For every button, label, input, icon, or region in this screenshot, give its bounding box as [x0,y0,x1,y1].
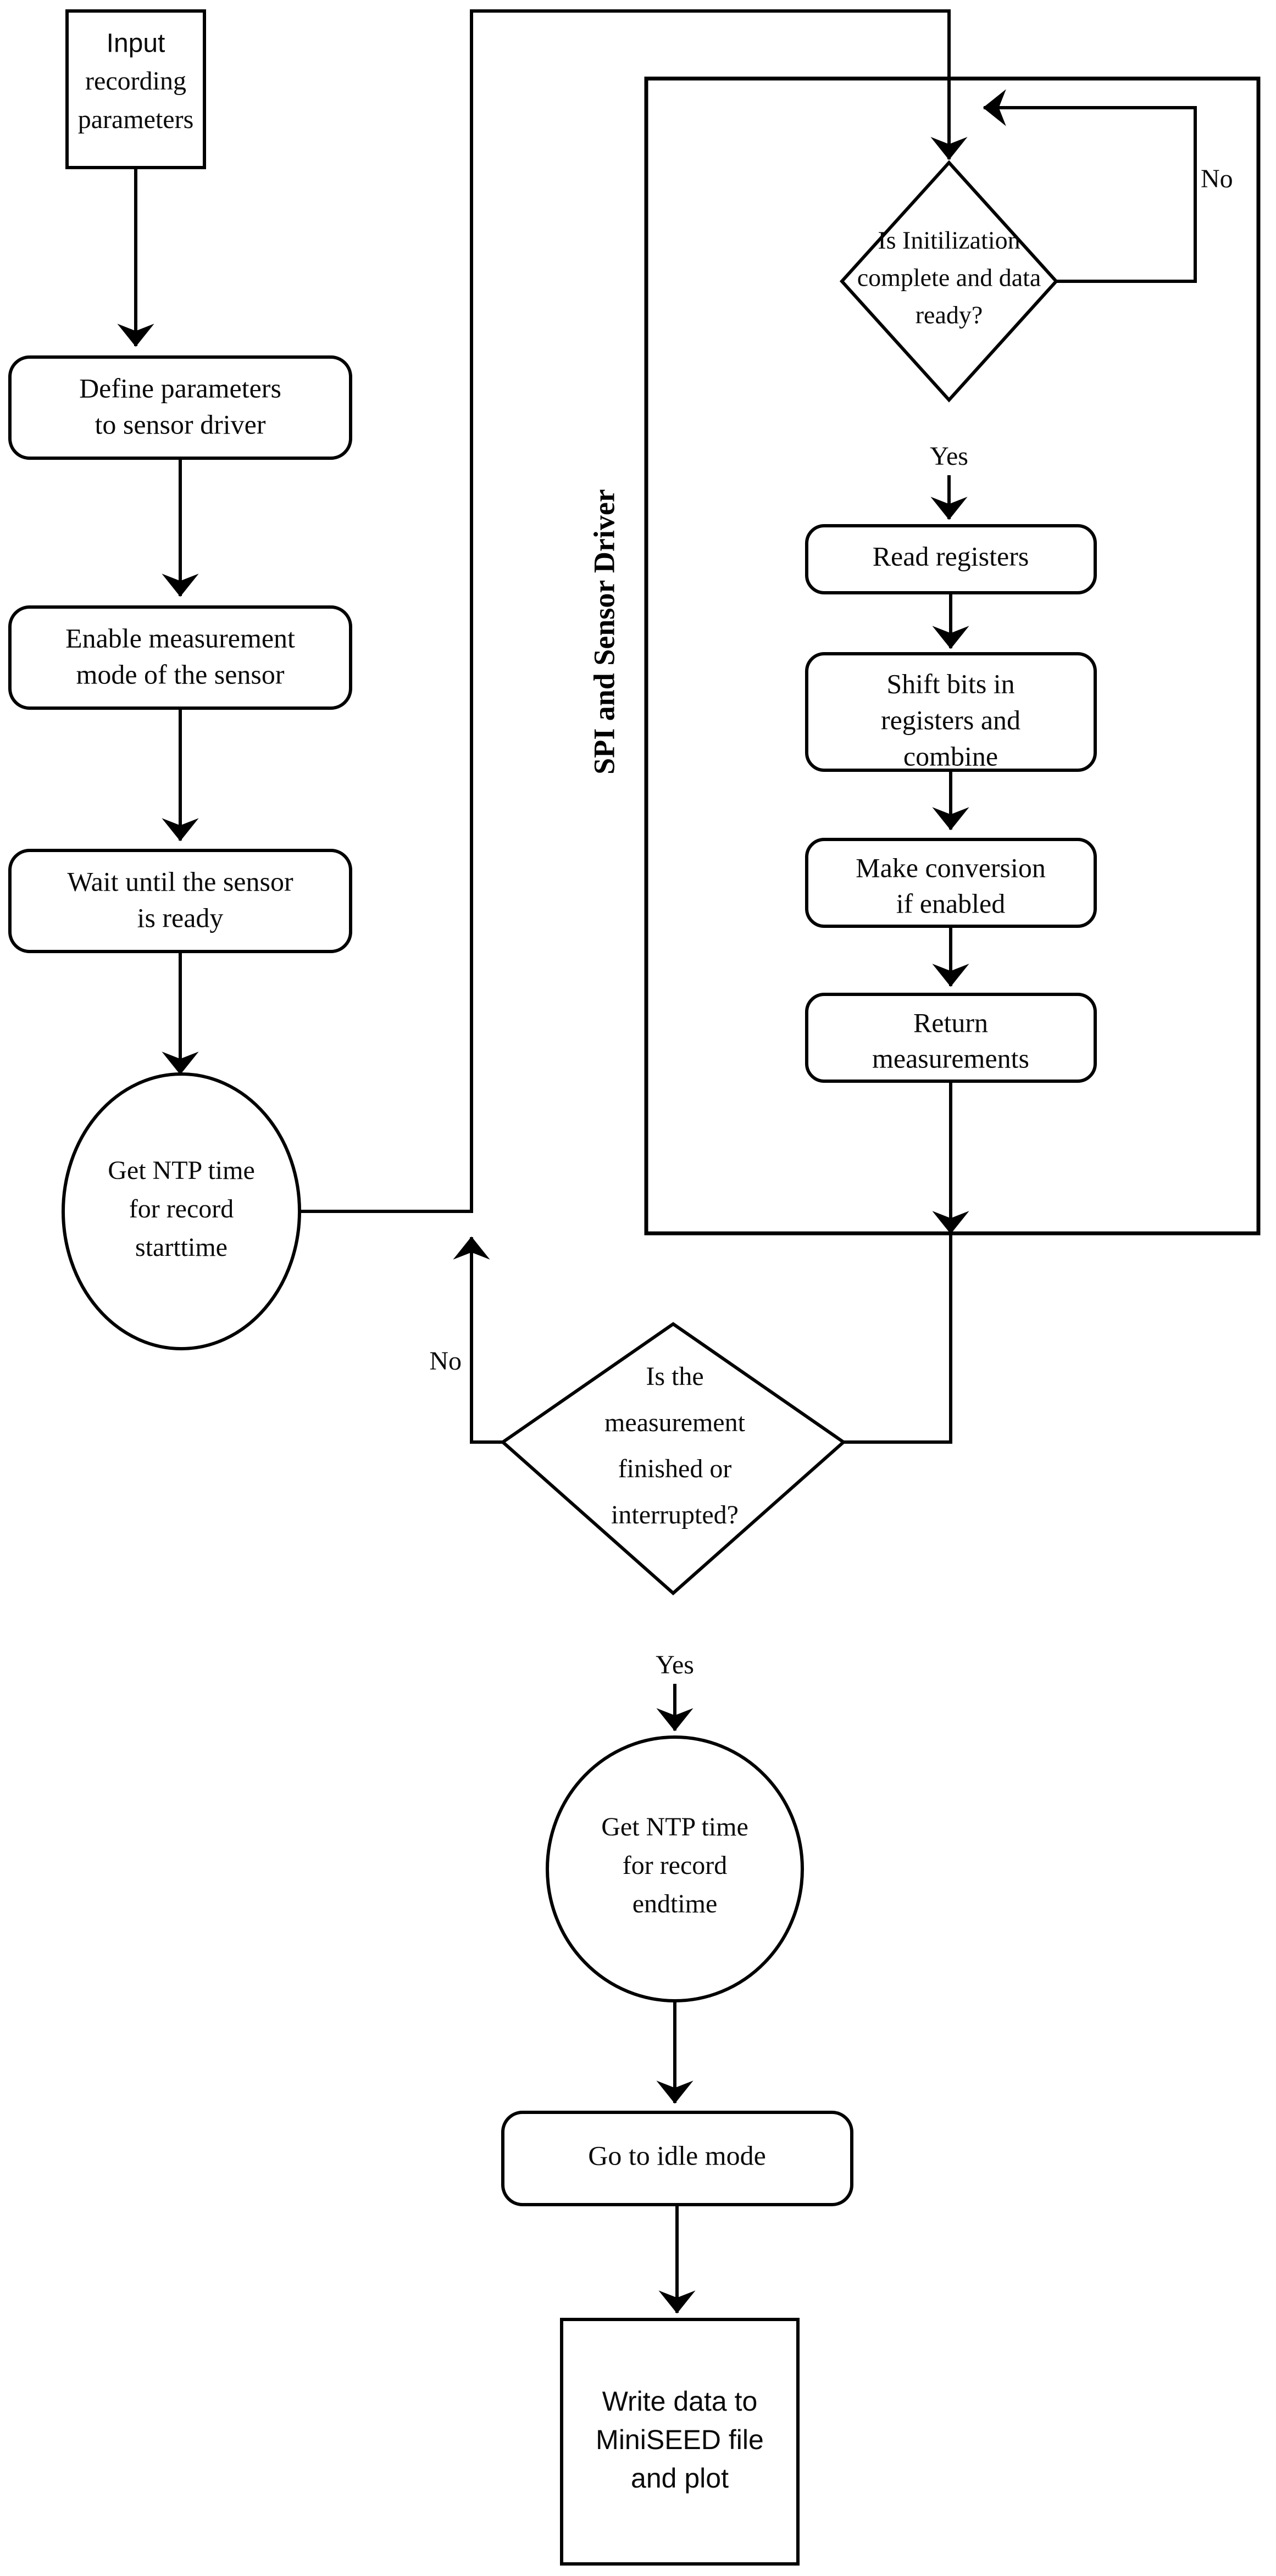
node-endtime-line3: endtime [633,1889,718,1918]
node-starttime-line3: starttime [135,1233,228,1262]
node-wait-line2: is ready [137,902,224,933]
node-starttime-line2: for record [129,1194,234,1223]
node-ret-line2: measurements [872,1043,1029,1073]
edge-starttime-to-init-loop [181,9,968,1213]
edge-init-no-loop [983,89,1197,283]
node-read-line1: Read registers [873,541,1029,571]
node-meas-line4: interrupted? [611,1500,739,1529]
node-shift-line2: registers and [881,704,1020,735]
node-define-line1: Define parameters [79,372,281,403]
node-wait-line1: Wait until the sensor [67,866,293,897]
node-conv-line2: if enabled [896,888,1006,919]
node-meas-line2: measurement [604,1408,746,1437]
edge-label-init-no: No [1201,164,1233,193]
node-init-line3: ready? [916,301,983,329]
node-shift-line3: combine [903,741,998,771]
node-input-line3: parameters [78,105,194,134]
group-label-spi-sensor-driver: SPI and Sensor Driver [587,489,620,775]
node-input-line1: Input [107,29,165,58]
node-endtime-line2: for record [623,1851,728,1880]
node-idle-line1: Go to idle mode [588,2140,766,2171]
node-init-line2: complete and data [857,264,1041,292]
node-starttime-line1: Get NTP time [108,1156,255,1185]
node-write-line1: Write data to [602,2386,758,2417]
node-write-line3: and plot [631,2463,729,2494]
node-meas-line3: finished or [618,1454,732,1483]
node-enable-line2: mode of the sensor [76,659,284,689]
node-shift-line1: Shift bits in [886,668,1014,699]
edge-label-init-yes: Yes [930,442,968,471]
edge-measurement-no [453,1236,503,1444]
node-input-recording-parameters [65,9,206,169]
node-write-line2: MiniSEED file [596,2424,764,2455]
node-input-line2: recording [85,66,186,96]
node-write-miniseed [560,2318,800,2566]
node-get-ntp-starttime [62,1072,301,1350]
node-define-line2: to sensor driver [95,409,265,439]
node-meas-line1: Is the [646,1362,703,1391]
node-init-complete-decision [839,160,1059,403]
edge-label-measurement-no: No [429,1347,462,1376]
node-conv-line1: Make conversion [856,852,1046,883]
node-measurement-finished-decision [500,1322,846,1596]
node-ret-line1: Return [913,1007,988,1038]
edge-label-measurement-yes: Yes [656,1650,694,1679]
node-enable-line1: Enable measurement [65,622,295,653]
node-endtime-line1: Get NTP time [601,1812,748,1841]
node-init-line1: Is Initilization [878,226,1020,254]
